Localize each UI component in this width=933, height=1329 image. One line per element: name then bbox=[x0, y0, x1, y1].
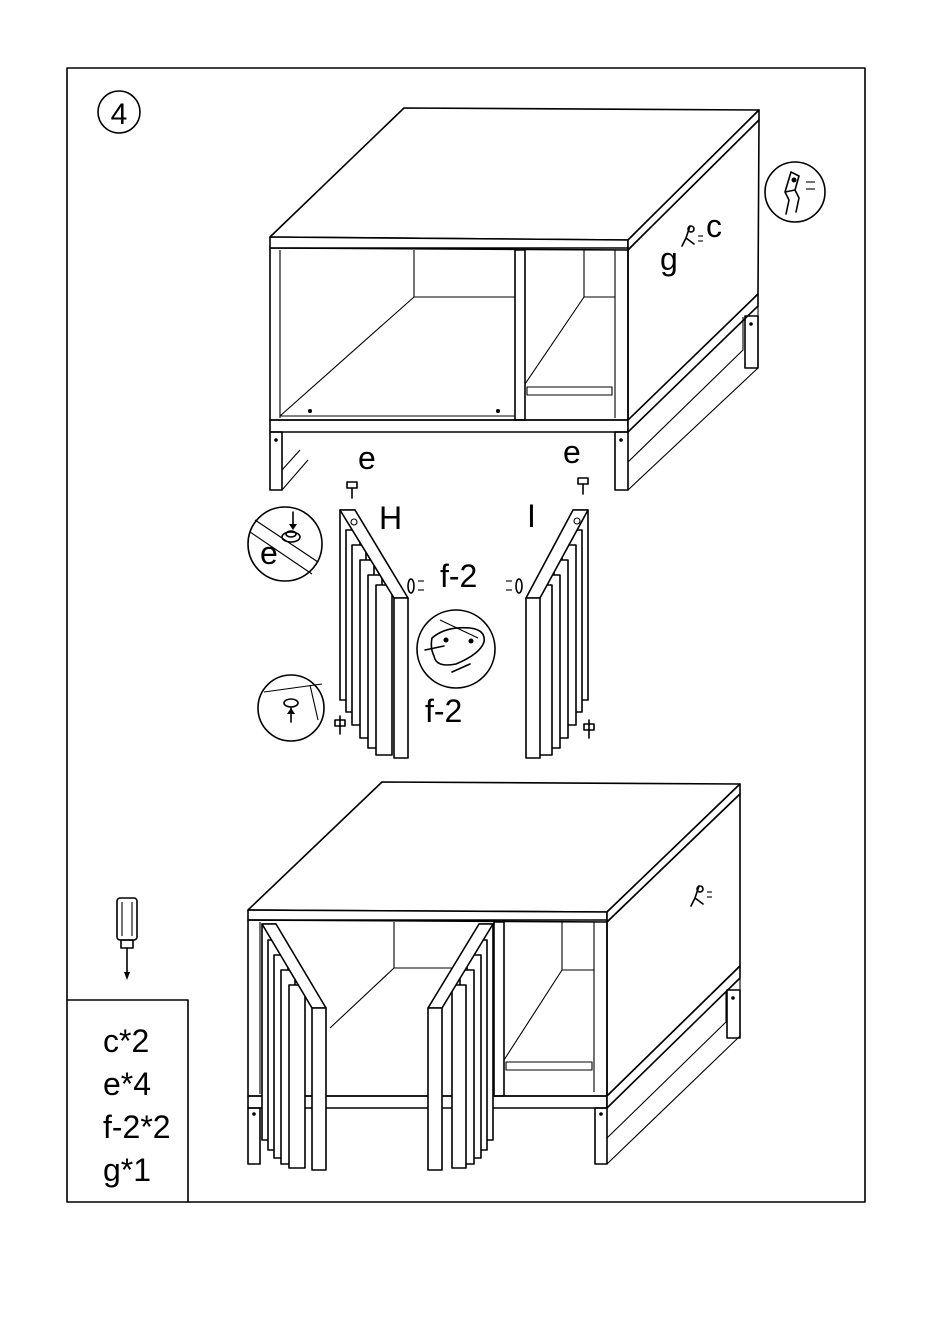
step-badge: 4 bbox=[98, 91, 140, 133]
hinge-icon bbox=[765, 162, 825, 222]
label-I: I bbox=[527, 498, 536, 534]
label-f2-top: f-2 bbox=[440, 558, 477, 594]
screw-e-right-icon bbox=[578, 478, 588, 494]
screw-e-bottom-right-icon bbox=[584, 720, 594, 738]
plate-detail-icon bbox=[417, 610, 495, 688]
parts-list-box: c*2 e*4 f-2*2 g*1 bbox=[67, 1000, 188, 1202]
parts-item-e: e*4 bbox=[103, 1066, 151, 1102]
label-c: c bbox=[706, 208, 722, 244]
door-panel-I bbox=[506, 510, 588, 758]
label-H: H bbox=[379, 500, 402, 536]
screw-e-bottom-left-icon bbox=[335, 716, 345, 734]
door-panel-H bbox=[340, 510, 424, 758]
step-number: 4 bbox=[111, 98, 128, 131]
parts-item-f2: f-2*2 bbox=[103, 1109, 171, 1145]
cabinet-top: g c bbox=[270, 108, 759, 490]
label-g: g bbox=[660, 241, 678, 277]
screw-detail-icon: e bbox=[248, 507, 322, 581]
label-f2-detail: f-2 bbox=[425, 693, 462, 729]
parts-item-g: g*1 bbox=[103, 1152, 151, 1188]
cabinet-assembled bbox=[248, 782, 740, 1170]
parts-item-c: c*2 bbox=[103, 1023, 149, 1059]
label-e-detail: e bbox=[260, 535, 278, 571]
screwdriver-icon bbox=[117, 898, 137, 980]
bottom-screw-detail-icon bbox=[258, 675, 324, 741]
screw-e-left-icon bbox=[347, 482, 357, 498]
label-e-left: e bbox=[358, 440, 376, 476]
label-e-right: e bbox=[563, 434, 581, 470]
